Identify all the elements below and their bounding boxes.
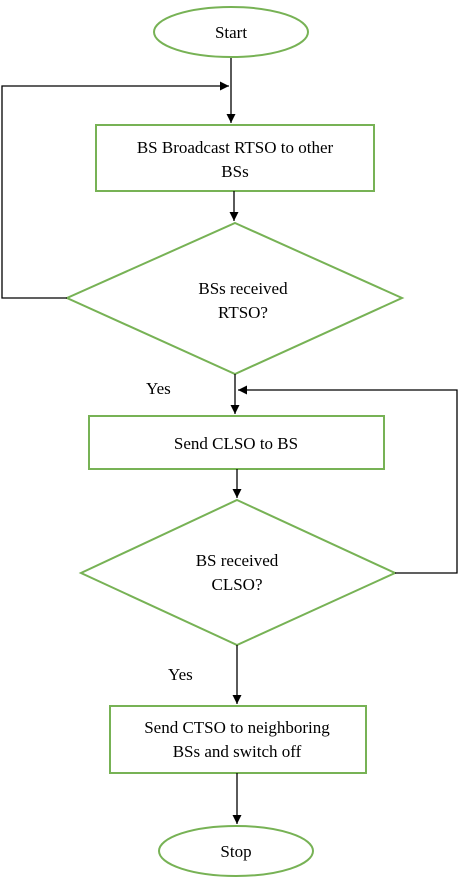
node-send-ctso: Send CTSO to neighboring BSs and switch … — [109, 705, 367, 774]
edge-label-yes-2: Yes — [168, 665, 193, 684]
broadcast-label-line-1: BS Broadcast RTSO to other — [137, 138, 334, 157]
node-decision-2: BS received CLSO? — [78, 498, 398, 647]
start-label: Start — [215, 23, 247, 42]
node-start: Start — [153, 6, 309, 58]
decision-1-label-line-2: RTSO? — [218, 303, 268, 322]
edge-label-yes-1: Yes — [146, 379, 171, 398]
stop-terminal-shape — [158, 825, 314, 877]
decision-1-diamond — [64, 221, 405, 376]
broadcast-label-line-2: BSs — [221, 162, 248, 181]
send-ctso-label-line-1: Send CTSO to neighboring — [144, 718, 330, 737]
node-stop: Stop — [158, 825, 314, 877]
decision-2-label-line-2: CLSO? — [212, 575, 263, 594]
edge-decision-2-loop-back — [238, 385, 458, 574]
node-decision-1: BSs received RTSO? — [64, 221, 405, 376]
node-broadcast: BS Broadcast RTSO to other BSs — [95, 124, 375, 192]
edge-decision-1-loop-back — [1, 81, 229, 299]
broadcast-process-box — [95, 124, 375, 192]
stop-label: Stop — [220, 842, 251, 861]
decision-1-label-line-1: BSs received — [198, 279, 288, 298]
send-clso-label: Send CLSO to BS — [174, 434, 298, 453]
send-ctso-label-line-2: BSs and switch off — [173, 742, 302, 761]
decision-2-label-line-1: BS received — [196, 551, 279, 570]
send-clso-process-box — [88, 415, 385, 470]
decision-2-diamond — [78, 498, 398, 647]
node-send-clso: Send CLSO to BS — [88, 415, 385, 470]
start-terminal-shape — [153, 6, 309, 58]
send-ctso-process-box — [109, 705, 367, 774]
